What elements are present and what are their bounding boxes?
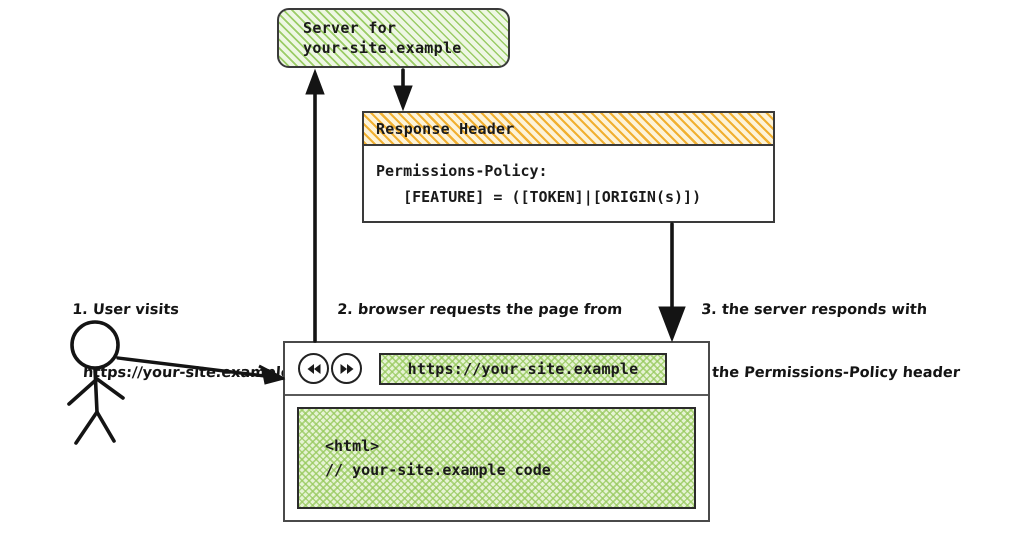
step-1-caption: 1. User visits https://your-site.example <box>64 258 299 426</box>
arrow-server-to-response <box>393 68 413 112</box>
step-1-line1: 1. User visits <box>71 302 180 318</box>
server-label-line2: your-site.example <box>303 39 462 57</box>
browser-window: https://your-site.example <html> // your… <box>283 341 710 522</box>
rewind-icon[interactable] <box>298 353 329 384</box>
page-source-box: <html> // your-site.example code <box>297 407 696 509</box>
page-code-line2: // your-site.example code <box>325 461 551 479</box>
arrow-browser-to-server <box>305 68 325 343</box>
response-header-title: Response Header <box>376 119 515 138</box>
permissions-policy-value: [FEATURE] = ([TOKEN]|[ORIGIN(s)]) <box>376 188 702 206</box>
step-3-line2: the Permissions-Policy header <box>696 365 961 381</box>
arrow-response-to-browser <box>658 222 686 343</box>
url-bar[interactable]: https://your-site.example <box>379 352 667 385</box>
response-header-body: Permissions-Policy: [FEATURE] = ([TOKEN]… <box>364 146 773 210</box>
response-header-title-bar: Response Header <box>364 113 773 146</box>
step-1-line2: https://your-site.example <box>67 365 292 381</box>
server-node: Server for your-site.example <box>277 8 510 68</box>
step-3-line1: 3. the server responds with <box>700 302 928 318</box>
browser-toolbar: https://your-site.example <box>285 343 708 396</box>
page-code-line1: <html> <box>325 437 380 455</box>
step-2-line1: 2. browser requests the page from <box>336 302 623 318</box>
browser-viewport: <html> // your-site.example code <box>285 396 708 521</box>
permissions-policy-key: Permissions-Policy: <box>376 162 548 180</box>
step-3-caption: 3. the server responds with the Permissi… <box>693 258 968 426</box>
response-header-card: Response Header Permissions-Policy: [FEA… <box>362 111 775 223</box>
url-text: https://your-site.example <box>407 359 639 378</box>
server-label-line1: Server for <box>303 19 397 37</box>
fast-forward-icon[interactable] <box>331 353 362 384</box>
